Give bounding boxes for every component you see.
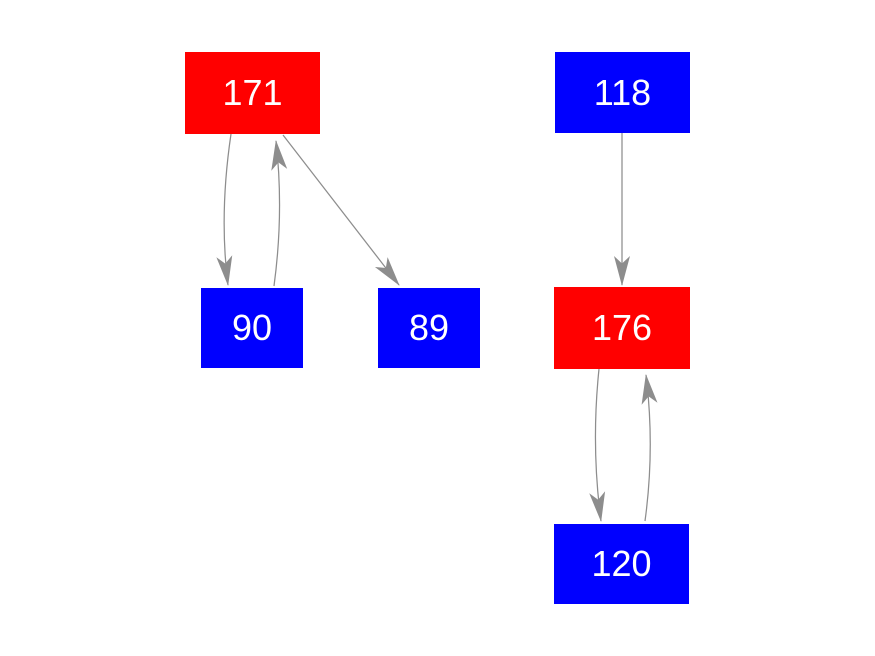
edge-group [216,133,658,522]
edge-171-to-90 [216,133,233,286]
node-label: 176 [591,307,653,348]
node-90[interactable]: 90 [201,288,303,368]
edge-90-to-171 [271,140,288,287]
node-label: 89 [408,307,450,348]
node-label: 171 [222,72,283,113]
node-label: 90 [231,307,273,348]
node-label: 120 [591,543,652,584]
node-120[interactable]: 120 [554,524,689,604]
edge-176-to-120 [589,368,606,522]
edge-171-to-89 [282,134,400,286]
edge-120-to-176 [641,374,658,522]
node-89[interactable]: 89 [378,288,480,368]
node-118[interactable]: 118 [555,52,690,133]
node-label: 118 [593,71,652,113]
node-171[interactable]: 171 [185,52,320,134]
node-176[interactable]: 176 [554,287,690,369]
